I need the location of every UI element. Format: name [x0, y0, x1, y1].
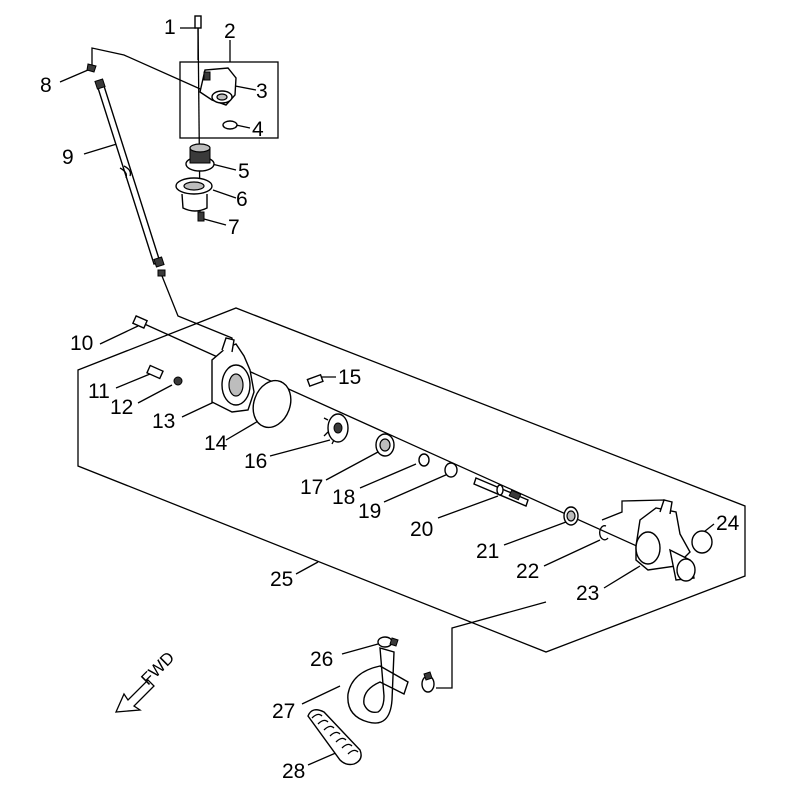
group-box-2 — [179, 61, 279, 139]
part-8-clip — [86, 63, 97, 73]
part-16-impeller — [323, 413, 349, 445]
part-26-clamp — [377, 636, 435, 693]
part-19-washer — [444, 462, 458, 478]
label-14: 14 — [204, 432, 228, 455]
label-28: 28 — [282, 760, 305, 783]
label-5: 5 — [238, 160, 250, 183]
group-box-25 — [77, 307, 746, 653]
part-12-washer — [173, 376, 183, 386]
fwd-arrow-icon — [114, 679, 155, 713]
part-10-bolt — [131, 314, 149, 330]
part-13-cover — [211, 337, 255, 413]
label-23: 23 — [576, 582, 599, 605]
label-7: 7 — [228, 216, 240, 239]
part-7-bolt — [197, 211, 205, 222]
part-28-ribbed-hose — [307, 709, 362, 766]
label-4: 4 — [252, 118, 264, 141]
part-18-washer — [418, 453, 430, 467]
connector-26 — [436, 601, 547, 689]
callout-labels: 1 2 3 4 5 6 7 8 9 10 11 12 13 14 15 16 1… — [40, 16, 740, 783]
part-11-bolt — [146, 364, 164, 380]
part-3-housing — [199, 67, 237, 106]
label-1: 1 — [164, 16, 176, 39]
label-25: 25 — [270, 568, 293, 591]
part-14-gasket — [252, 379, 292, 429]
part-24-oring — [691, 530, 713, 554]
label-19: 19 — [358, 500, 381, 523]
part-21-seal — [563, 506, 579, 526]
label-16: 16 — [244, 450, 267, 473]
part-1-bolt — [194, 15, 202, 60]
label-2: 2 — [224, 20, 236, 43]
label-27: 27 — [272, 700, 295, 723]
fwd-label: FWD — [137, 648, 178, 689]
label-6: 6 — [236, 188, 248, 211]
label-11: 11 — [88, 380, 110, 403]
part-17-seal — [375, 433, 395, 457]
part-15-pin — [306, 373, 324, 388]
part-6-cover — [175, 177, 213, 212]
part-4-oring — [222, 120, 238, 130]
label-8: 8 — [40, 74, 52, 97]
label-26: 26 — [310, 648, 333, 671]
label-3: 3 — [256, 80, 268, 103]
label-9: 9 — [62, 146, 74, 169]
label-12: 12 — [110, 396, 133, 419]
label-15: 15 — [338, 366, 361, 389]
part-9-hose — [94, 78, 166, 277]
label-17: 17 — [300, 476, 323, 499]
part-5-thermostat — [185, 143, 215, 172]
label-20: 20 — [410, 518, 433, 541]
leader-lines — [59, 27, 715, 766]
label-21: 21 — [476, 540, 499, 563]
label-10: 10 — [70, 332, 93, 355]
label-22: 22 — [516, 560, 539, 583]
part-22-ring — [599, 525, 609, 541]
label-18: 18 — [332, 486, 355, 509]
part-20-shaft — [473, 477, 529, 507]
part-27-hose — [347, 647, 409, 724]
connector-8 — [91, 47, 208, 93]
label-24: 24 — [716, 512, 740, 535]
label-13: 13 — [152, 410, 175, 433]
part-23-pump-body — [635, 499, 696, 582]
